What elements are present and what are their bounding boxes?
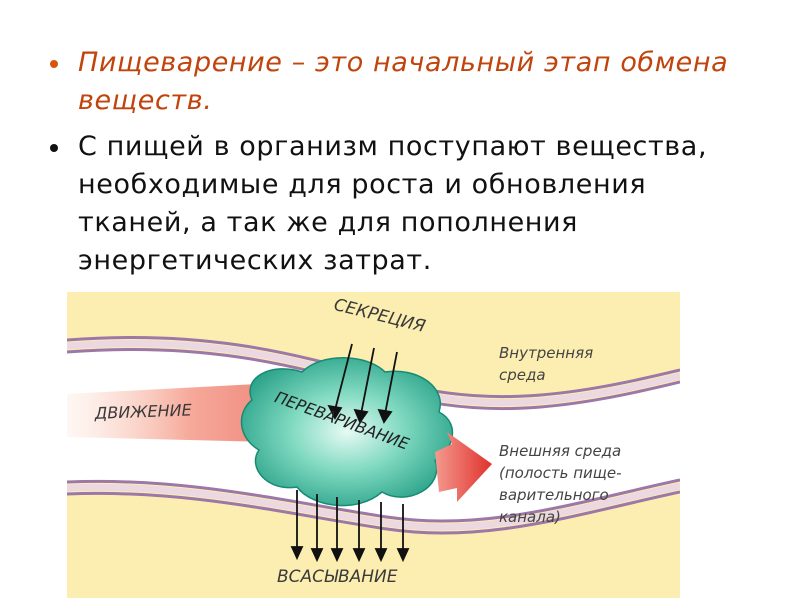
label-external-environment-3: варительного bbox=[499, 486, 609, 504]
digestion-mass bbox=[240, 357, 454, 507]
bullet-nutrients: С пищей в организм поступают вещества, н… bbox=[48, 128, 748, 280]
bullet-text: С пищей в организм поступают вещества, н… bbox=[78, 131, 708, 276]
lower-wall-fill bbox=[67, 482, 680, 531]
label-internal-environment-1: Внутренняя bbox=[499, 344, 593, 362]
bullet-dot-icon bbox=[50, 144, 58, 152]
label-movement: ДВИЖЕНИЕ bbox=[94, 400, 193, 422]
digestion-diagram-svg: СЕКРЕЦИЯ ДВИЖЕНИЕ ПЕРЕВАРИВАНИЕ ВСАСЫВАН… bbox=[67, 292, 680, 598]
bullet-text: Пищеварение – это начальный этап обмена … bbox=[78, 47, 729, 116]
label-external-environment-2: (полость пище- bbox=[499, 464, 622, 482]
label-absorption: ВСАСЫВАНИЕ bbox=[277, 567, 398, 587]
bullet-list: Пищеварение – это начальный этап обмена … bbox=[48, 44, 748, 288]
label-internal-environment-2: среда bbox=[499, 366, 546, 384]
label-external-environment-1: Внешняя среда bbox=[499, 442, 621, 460]
bullet-digestion-definition: Пищеварение – это начальный этап обмена … bbox=[48, 44, 748, 120]
movement-arrow bbox=[67, 384, 272, 442]
bullet-dot-icon bbox=[50, 60, 58, 68]
lower-wall-inner bbox=[67, 478, 680, 523]
digestion-diagram: СЕКРЕЦИЯ ДВИЖЕНИЕ ПЕРЕВАРИВАНИЕ ВСАСЫВАН… bbox=[67, 292, 680, 598]
secretion-arrows bbox=[327, 343, 398, 424]
absorption-arrows bbox=[290, 490, 410, 563]
lower-wall bbox=[67, 490, 680, 535]
outgoing-arrow bbox=[435, 432, 492, 502]
label-external-environment-4: канала) bbox=[499, 508, 561, 526]
